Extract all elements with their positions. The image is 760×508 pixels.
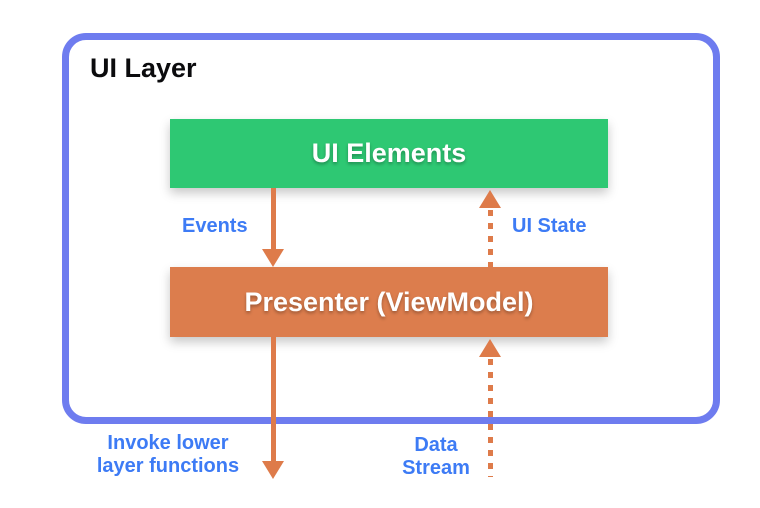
invoke-arrowhead-down-icon xyxy=(262,461,284,479)
ui-state-label: UI State xyxy=(512,215,587,237)
ui-state-arrow-dashed-line xyxy=(488,210,493,267)
ui-layer-title: UI Layer xyxy=(90,53,197,83)
ui-elements-box: UI Elements xyxy=(170,119,608,188)
ui-layer-container-box xyxy=(62,33,720,424)
data-stream-label: Data Stream xyxy=(402,434,470,479)
events-arrowhead-down-icon xyxy=(262,249,284,267)
ui-state-arrowhead-up-icon xyxy=(479,190,501,208)
presenter-viewmodel-label: Presenter (ViewModel) xyxy=(244,286,534,317)
data-stream-arrowhead-up-icon xyxy=(479,339,501,357)
events-label: Events xyxy=(182,215,248,237)
ui-elements-label: UI Elements xyxy=(311,138,467,168)
invoke-lower-layer-label: Invoke lower layer functions xyxy=(96,432,240,477)
data-stream-arrow-dashed-line xyxy=(488,359,493,477)
events-arrow-line xyxy=(271,188,276,250)
invoke-arrow-line xyxy=(271,337,276,462)
presenter-viewmodel-box: Presenter (ViewModel) xyxy=(170,267,608,337)
